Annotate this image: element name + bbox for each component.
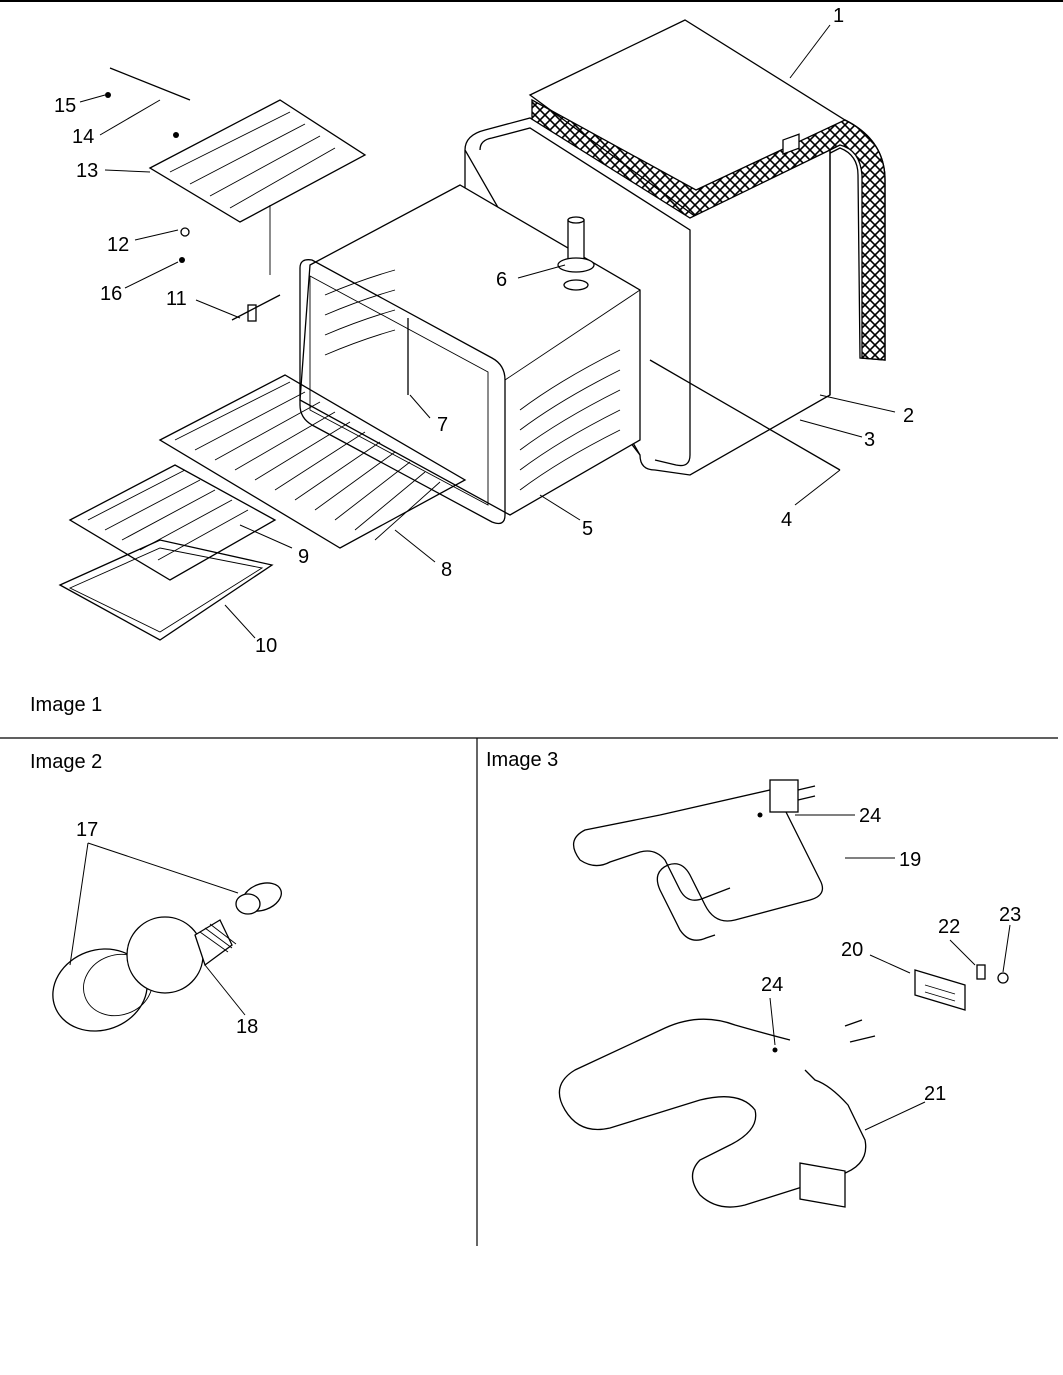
image1-exploded-view: 1 2 3 4 5 6 7 8 9 10 11 12 13 14 15 16	[54, 5, 914, 657]
callout-9: 9	[298, 546, 309, 568]
clip-22	[976, 964, 986, 980]
callout-3: 3	[864, 429, 875, 451]
callout-2: 2	[903, 405, 914, 427]
hinge-bar	[109, 67, 191, 101]
light-bulb	[126, 916, 237, 994]
vent-tube	[557, 216, 595, 291]
callout-5: 5	[582, 518, 593, 540]
screw	[173, 132, 179, 138]
terminal-block	[914, 969, 966, 1011]
image2-light-assembly: 17 18	[52, 819, 282, 1038]
callout-16: 16	[100, 283, 122, 305]
screw-24b	[772, 1047, 778, 1053]
nut-23	[997, 972, 1009, 984]
screw-15	[105, 92, 111, 98]
callout-10: 10	[255, 635, 277, 657]
callout-13: 13	[76, 160, 98, 182]
socket-sleeve	[235, 882, 282, 915]
callout-23: 23	[999, 904, 1021, 926]
callout-14: 14	[72, 126, 94, 148]
broil-pan-insert	[68, 464, 277, 581]
callout-7: 7	[437, 414, 448, 436]
leader-lines-2	[69, 842, 246, 1016]
callout-19: 19	[899, 849, 921, 871]
oven-rack	[158, 374, 467, 549]
bracket-11	[247, 304, 257, 322]
leader-lines-3	[769, 814, 1011, 1131]
callout-15: 15	[54, 95, 76, 117]
image2-label: Image 2	[30, 751, 103, 773]
insulation-wrap	[528, 19, 886, 361]
image3-elements: 24 19 20 22 23 24 21	[558, 779, 1021, 1208]
screw-24a	[757, 812, 763, 818]
callout-24a: 24	[859, 805, 881, 827]
broil-element	[573, 779, 824, 941]
broil-pan	[58, 539, 274, 641]
image3-label: Image 3	[486, 749, 559, 771]
clip-12	[180, 227, 190, 237]
callout-11: 11	[166, 288, 187, 310]
drip-tray	[148, 99, 367, 275]
callout-4: 4	[781, 509, 792, 531]
callout-6: 6	[496, 269, 507, 291]
callout-20: 20	[841, 939, 863, 961]
callout-22: 22	[938, 916, 960, 938]
callout-12: 12	[107, 234, 129, 256]
callout-1: 1	[833, 5, 844, 27]
leader-lines	[79, 24, 896, 639]
bracket-arm	[231, 294, 281, 321]
callout-17: 17	[76, 819, 98, 841]
callout-8: 8	[441, 559, 452, 581]
image1-label: Image 1	[30, 694, 103, 716]
bake-element	[558, 1018, 876, 1208]
callout-18: 18	[236, 1016, 258, 1038]
callout-24b: 24	[761, 974, 783, 996]
callout-21: 21	[924, 1083, 946, 1105]
screw-16	[179, 257, 185, 263]
element-rod	[649, 133, 841, 471]
